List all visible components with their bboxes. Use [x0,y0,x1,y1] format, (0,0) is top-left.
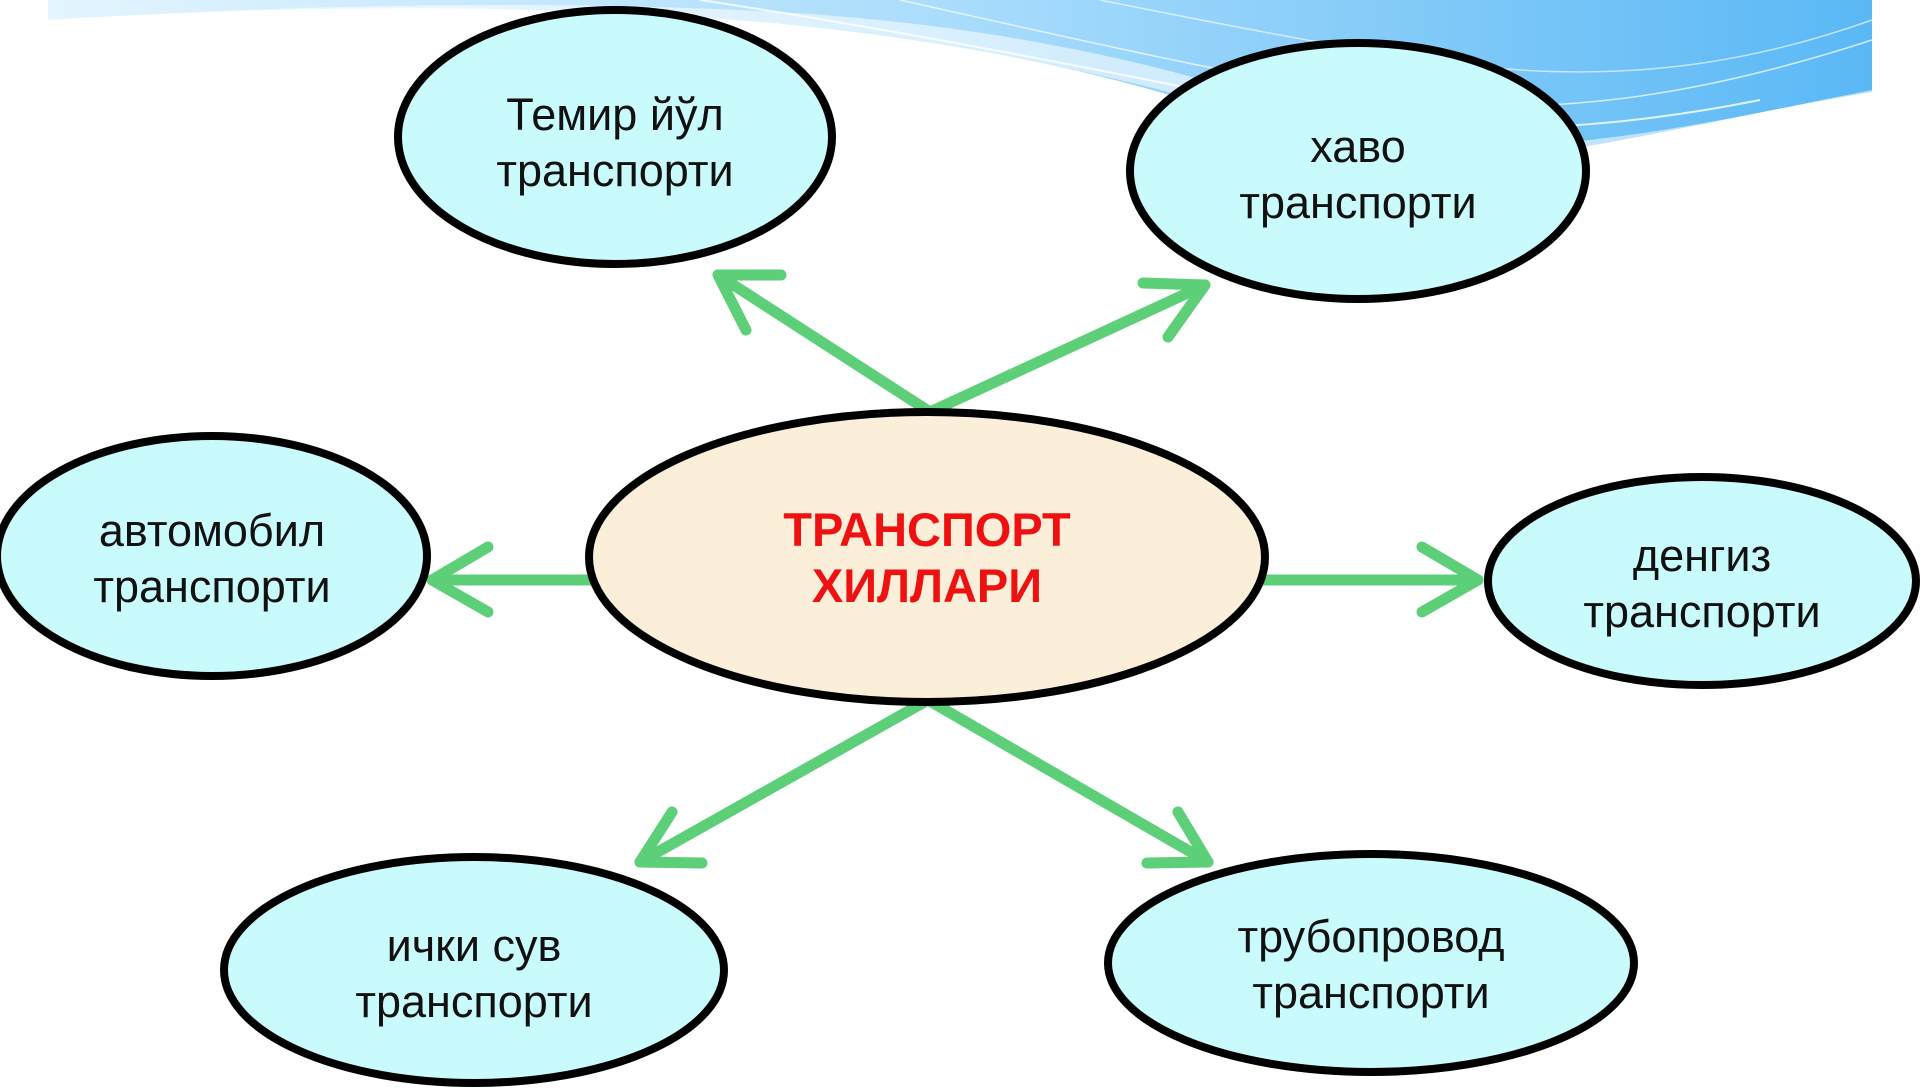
center-node: ТРАНСПОРТ ХИЛЛАРИ [585,408,1269,706]
node-rail: Темир йўл транспорти [394,6,836,268]
node-rail-line1: Темир йўл [506,89,724,140]
node-auto: автомобил транспорти [0,432,431,680]
node-sea-line1: денгиз [1633,530,1771,581]
node-pipe-line1: трубопровод [1237,911,1504,962]
node-sea: денгиз транспорти [1484,473,1920,689]
arrow-to-water [634,694,934,869]
node-auto-line2: транспорти [93,561,330,612]
center-line2: ХИЛЛАРИ [812,559,1042,612]
node-sea-line2: транспорти [1583,586,1820,637]
node-rail-line2: транспорти [496,145,733,196]
arrow-to-air [924,277,1211,418]
arrow-to-auto [426,541,596,618]
node-air-line2: транспорти [1239,177,1476,228]
arrows-group [426,269,1484,869]
center-line1: ТРАНСПОРТ [783,503,1071,556]
arrow-to-sea [1256,541,1484,618]
node-inland-water: ички сув транспорти [220,853,728,1087]
arrow-to-pipe [922,694,1214,869]
node-auto-line1: автомобил [99,505,325,556]
node-air: хаво транспорти [1126,39,1590,303]
node-water-line1: ички сув [387,920,562,971]
header-wave-banner [48,0,1873,162]
arrow-to-rail [712,269,936,418]
node-air-line1: хаво [1310,121,1405,172]
node-water-line2: транспорти [355,976,592,1027]
node-pipeline: трубопровод транспорти [1104,850,1638,1076]
node-pipe-line2: транспорти [1252,967,1489,1018]
